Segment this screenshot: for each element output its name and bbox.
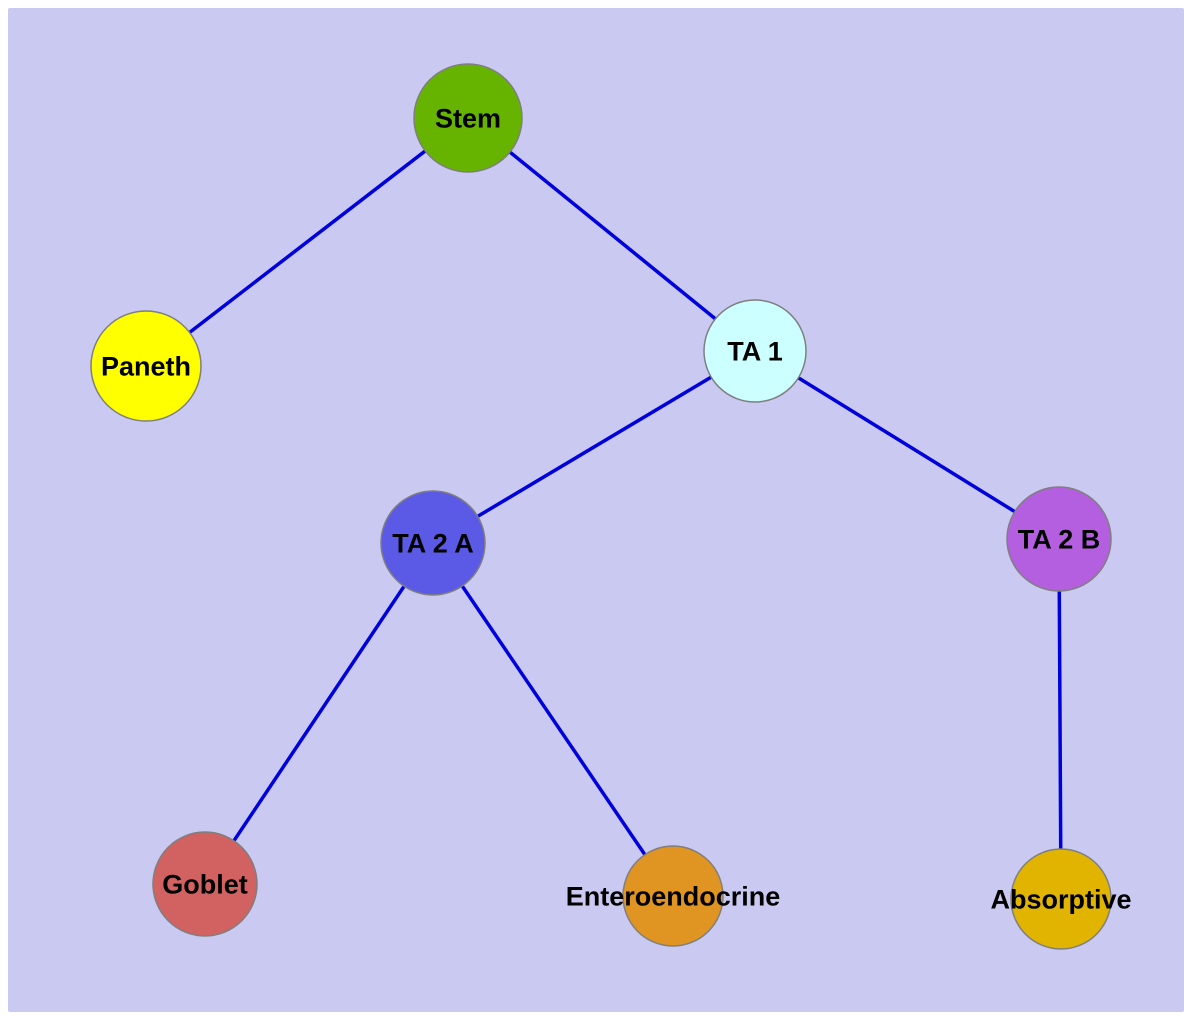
node-enteroendocrine[interactable] [622, 845, 724, 947]
edge-stem-ta1 [466, 116, 757, 353]
nodes-layer [90, 63, 1112, 950]
node-goblet[interactable] [152, 831, 258, 937]
diagram-background [8, 8, 1184, 1012]
node-ta1[interactable] [703, 299, 807, 403]
edge-ta2a-enteroendocrine [431, 542, 675, 897]
node-absorptive[interactable] [1010, 848, 1112, 950]
node-paneth[interactable] [90, 310, 202, 422]
edge-ta1-ta2a [432, 349, 756, 545]
edge-ta2a-goblet [203, 542, 435, 885]
edge-stem-paneth [144, 116, 470, 368]
edge-ta1-ta2b [754, 349, 1060, 541]
edge-ta2b-absorptive [1057, 538, 1063, 900]
node-ta2b[interactable] [1006, 486, 1112, 592]
edges-layer [144, 116, 1063, 900]
node-stem[interactable] [413, 63, 523, 173]
node-ta2a[interactable] [380, 490, 486, 596]
